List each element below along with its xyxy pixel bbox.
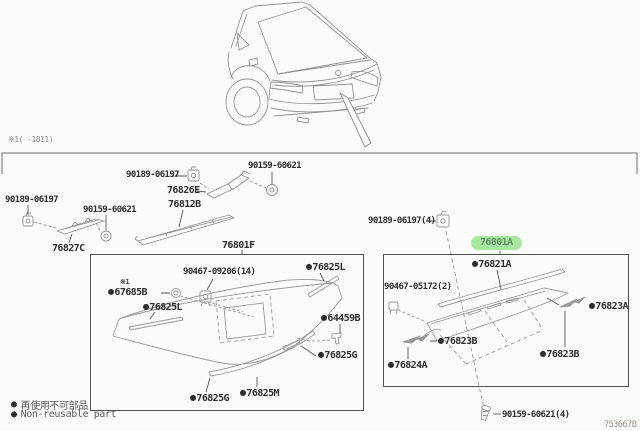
non-reusable-dot: ●: [318, 349, 324, 361]
label-76825m: ●76825M: [240, 387, 280, 399]
non-reusable-dot: ●: [11, 409, 17, 420]
molding-76827c-group: [22, 205, 112, 244]
outer-frame: [1, 152, 638, 174]
garnish-drawing: [388, 210, 586, 410]
grommet-icon: [266, 184, 278, 196]
label-note-1: ※1: [120, 278, 130, 286]
non-reusable-dot: ●: [589, 300, 595, 312]
label-90189-06197-4: 90189-06197(4): [368, 216, 436, 226]
label-76823a: ●76823A: [589, 300, 629, 312]
label-76825l-left: ●76825L: [143, 301, 183, 313]
label-90189-06197-mid: 90189-06197: [126, 170, 180, 180]
non-reusable-dot: ●: [540, 348, 546, 360]
grommet-icon: [100, 230, 112, 242]
label-76826e: 76826E: [167, 185, 200, 196]
non-reusable-dot: ●: [190, 392, 196, 404]
car-illustration: [225, 1, 382, 126]
non-reusable-dot: ●: [388, 359, 394, 371]
label-90467-05172: 90467-05172(2): [384, 282, 452, 292]
label-76824a: ●76824A: [388, 359, 428, 371]
non-reusable-dot: ●: [472, 258, 478, 270]
non-reusable-dot: ●: [306, 261, 312, 273]
non-reusable-dot: ●: [240, 387, 246, 399]
label-90159-60621-4: 90159-60621(4): [502, 410, 570, 420]
trunk-lid-drawing: [112, 272, 343, 393]
legend-non-reusable-jp: ●再使用不可部品: [11, 399, 88, 412]
clip-icon: [388, 301, 399, 315]
label-76821a: ●76821A: [472, 258, 512, 270]
legend-non-reusable-en: ●Non-reusable part: [11, 409, 117, 420]
label-67685b: ●67685B: [108, 286, 148, 298]
label-76801f: 76801F: [222, 240, 255, 251]
label-76825l-right: ●76825L: [306, 261, 346, 273]
nut-icon: [171, 288, 181, 298]
detail-box-76801a: [383, 254, 629, 387]
non-reusable-dot: ●: [11, 399, 17, 410]
non-reusable-dot: ●: [143, 301, 149, 313]
label-76823b-right: ●76823B: [540, 348, 580, 360]
screw-icon: [481, 405, 501, 421]
non-reusable-dot: ●: [321, 312, 327, 324]
pointer-arrow: [338, 91, 372, 148]
label-90467-09206: 90467-09206(14): [183, 267, 256, 277]
label-90159-60621-left: 90159-60621: [83, 205, 137, 215]
detail-box-76801f: [90, 254, 364, 411]
clip-icon: [187, 166, 200, 182]
label-64459b: ●64459B: [321, 312, 361, 324]
clip-icon: [199, 290, 212, 307]
label-76812b: 76812B: [168, 199, 201, 210]
label-76825g-right: ●76825G: [318, 349, 358, 361]
label-90189-06197-left: 90189-06197: [5, 195, 59, 205]
highlighted-part-76801a[interactable]: 76801A: [471, 236, 522, 250]
label-76823b-left: ●76823B: [438, 335, 478, 347]
label-76825g-bottom: ●76825G: [190, 392, 230, 404]
label-76827c: 76827C: [52, 243, 85, 254]
label-90159-60621-mid: 90159-60621: [248, 161, 302, 171]
model-note: ※1( -1811): [8, 135, 54, 144]
strip-76812b-group: [134, 209, 243, 254]
clip-icon: [22, 212, 34, 227]
clip-icon: [436, 210, 450, 228]
non-reusable-dot: ●: [438, 335, 444, 347]
bracket-76826e-group: [172, 166, 278, 199]
drawing-number: 753667B: [604, 420, 637, 430]
non-reusable-dot: ●: [108, 286, 114, 298]
